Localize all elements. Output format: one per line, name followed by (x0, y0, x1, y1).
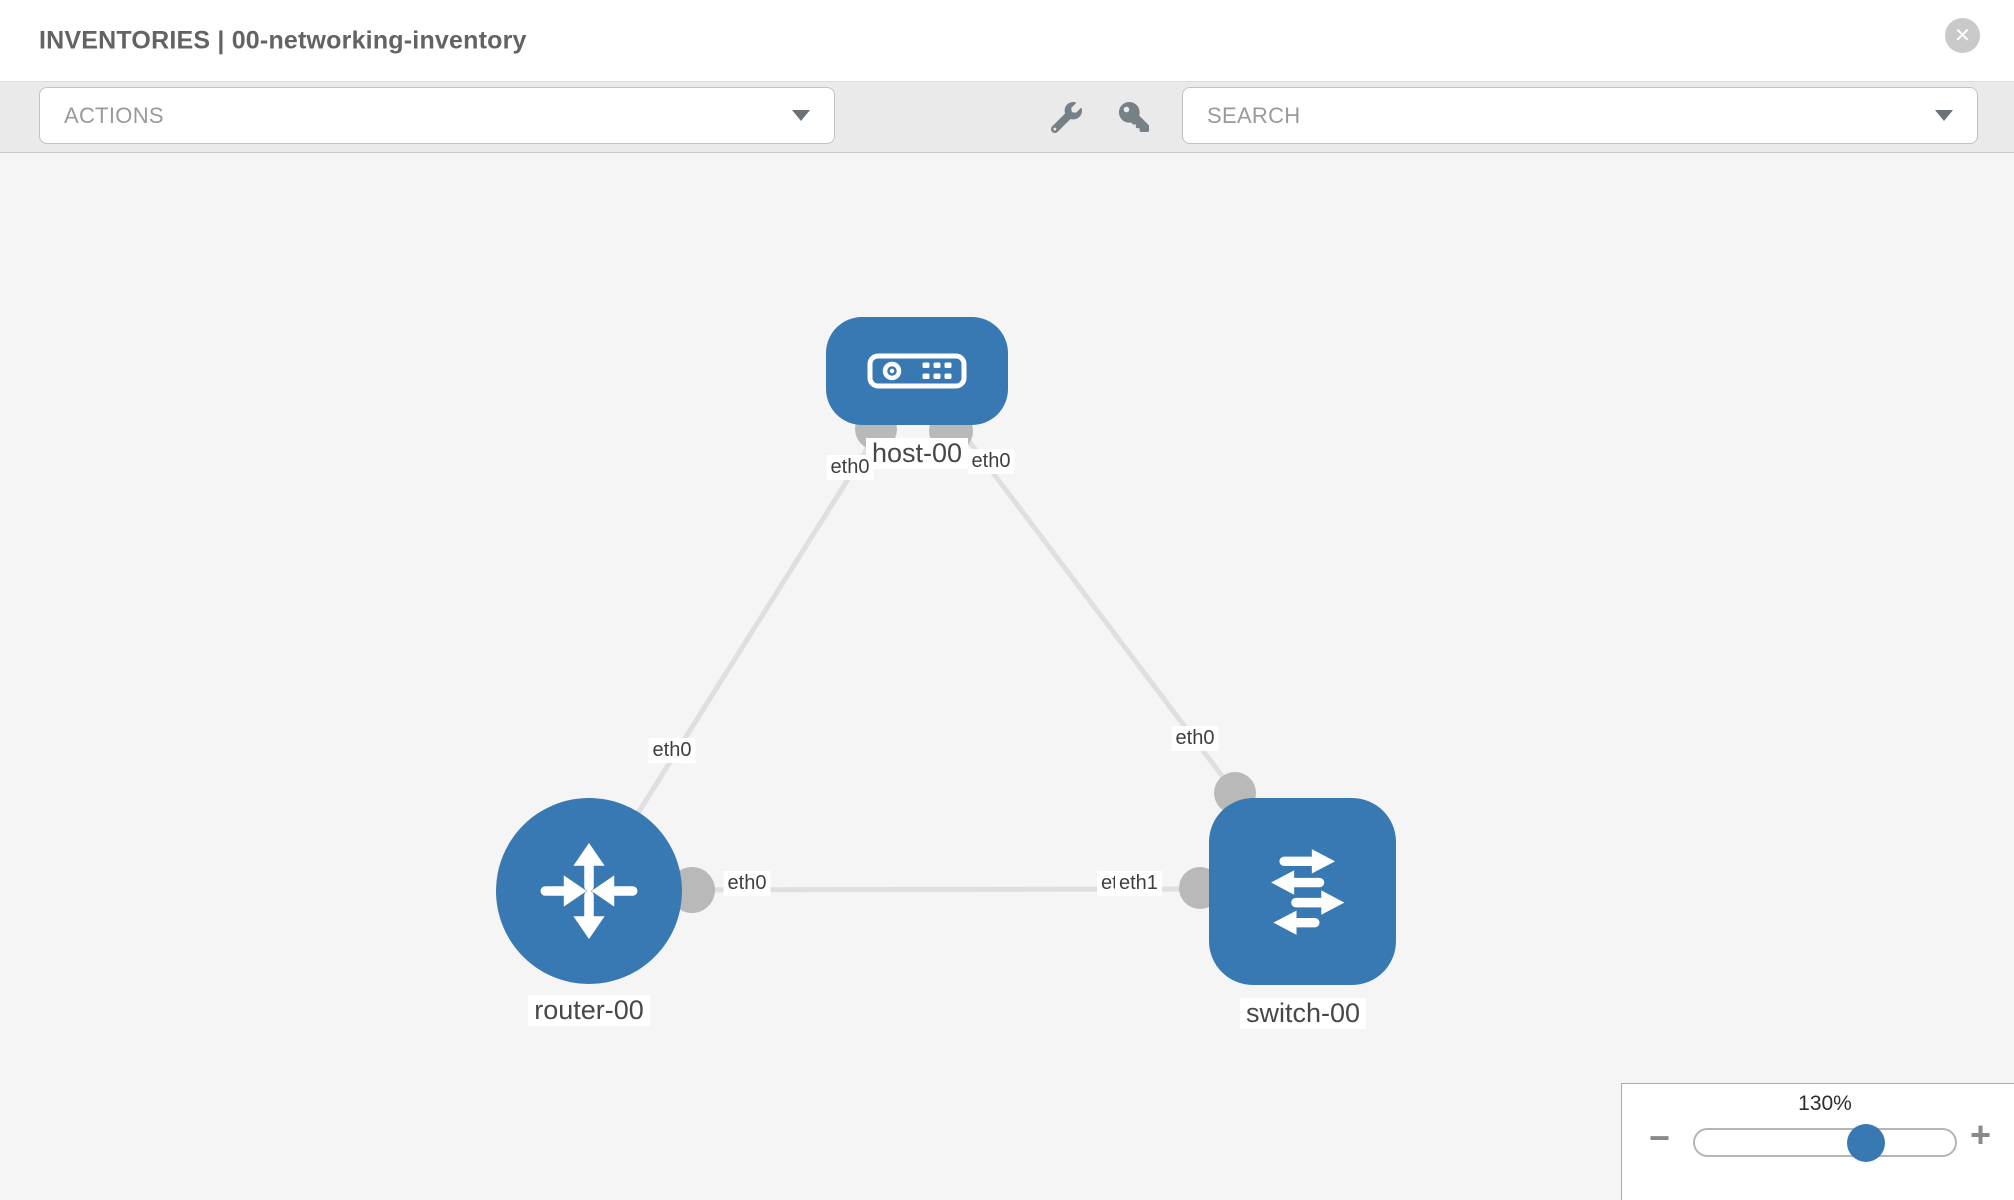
zoom-slider-handle[interactable] (1847, 1124, 1885, 1162)
zoom-level: 130% (1798, 1092, 1852, 1115)
chevron-down-icon (792, 110, 810, 121)
node-label-router-00[interactable]: router-00 (528, 995, 650, 1026)
configure-button[interactable] (1046, 97, 1086, 137)
header: INVENTORIES | 00-networking-inventory ✕ (0, 0, 2014, 81)
zoom-out-button[interactable]: − (1649, 1117, 1671, 1158)
zoom-in-button[interactable]: + (1970, 1114, 1992, 1155)
node-host-00[interactable] (826, 317, 1008, 425)
zoom-slider[interactable] (1693, 1124, 1957, 1162)
close-button[interactable]: ✕ (1945, 18, 1980, 53)
credentials-button[interactable] (1114, 97, 1154, 137)
iface-label-switch-left-front: eth1 (1115, 871, 1162, 896)
toolbar: ACTIONS SEARCH (0, 81, 2014, 153)
node-label-host-00[interactable]: host-00 (865, 438, 969, 469)
key-icon (1119, 102, 1149, 132)
actions-dropdown[interactable]: ACTIONS (39, 87, 835, 144)
switch-icon (1270, 848, 1344, 935)
node-router-00[interactable] (496, 798, 682, 984)
iface-label-switch-top: eth0 (1171, 726, 1219, 751)
zoom-panel: 130% − + (1621, 1083, 2014, 1200)
page-title: INVENTORIES | 00-networking-inventory (39, 26, 527, 54)
search-dropdown[interactable]: SEARCH (1182, 87, 1978, 144)
actions-dropdown-label: ACTIONS (64, 102, 164, 128)
router-icon (540, 842, 638, 940)
topology-canvas[interactable]: host-00 router-00 switch-00 eth0 eth0 et… (0, 153, 2014, 1200)
iface-label-router-host-link: eth0 (648, 738, 696, 763)
host-icon (867, 353, 967, 389)
links-layer (586, 369, 1256, 913)
iface-label-host-right: eth0 (967, 449, 1015, 474)
iface-label-host-left: eth0 (826, 455, 874, 480)
chevron-down-icon (1935, 110, 1953, 121)
search-placeholder: SEARCH (1207, 102, 1301, 128)
iface-label-router-right: eth0 (723, 871, 771, 896)
node-label-switch-00[interactable]: switch-00 (1239, 998, 1367, 1029)
wrench-icon (1050, 101, 1082, 133)
node-switch-00[interactable] (1209, 798, 1396, 985)
close-icon: ✕ (1954, 24, 1971, 47)
